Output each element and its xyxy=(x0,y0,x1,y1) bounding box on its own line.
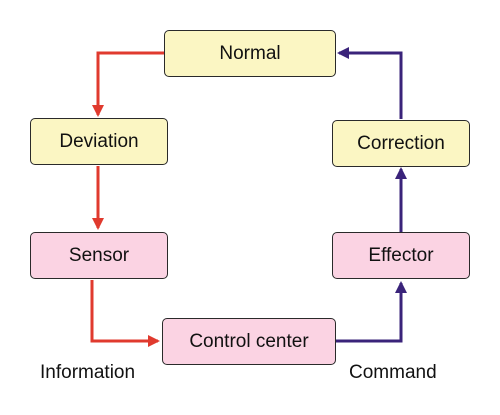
node-correction-label: Correction xyxy=(357,132,445,154)
node-correction: Correction xyxy=(332,120,470,167)
caption-information: Information xyxy=(40,362,136,383)
arrow-normal-to-deviation xyxy=(92,51,164,117)
node-sensor: Sensor xyxy=(30,232,168,279)
node-normal: Normal xyxy=(164,30,336,77)
arrow-sensor-to-control-center xyxy=(90,280,160,347)
node-control-center-label: Control center xyxy=(189,330,309,352)
node-effector: Effector xyxy=(332,232,470,279)
arrow-control-center-to-effector xyxy=(336,281,407,343)
node-deviation: Deviation xyxy=(30,118,168,165)
node-normal-label: Normal xyxy=(219,42,281,64)
caption-command: Command xyxy=(349,362,437,383)
arrow-correction-to-normal xyxy=(337,47,403,119)
node-effector-label: Effector xyxy=(368,244,434,266)
node-deviation-label: Deviation xyxy=(59,130,139,152)
node-control-center: Control center xyxy=(162,318,336,365)
node-sensor-label: Sensor xyxy=(68,244,130,266)
